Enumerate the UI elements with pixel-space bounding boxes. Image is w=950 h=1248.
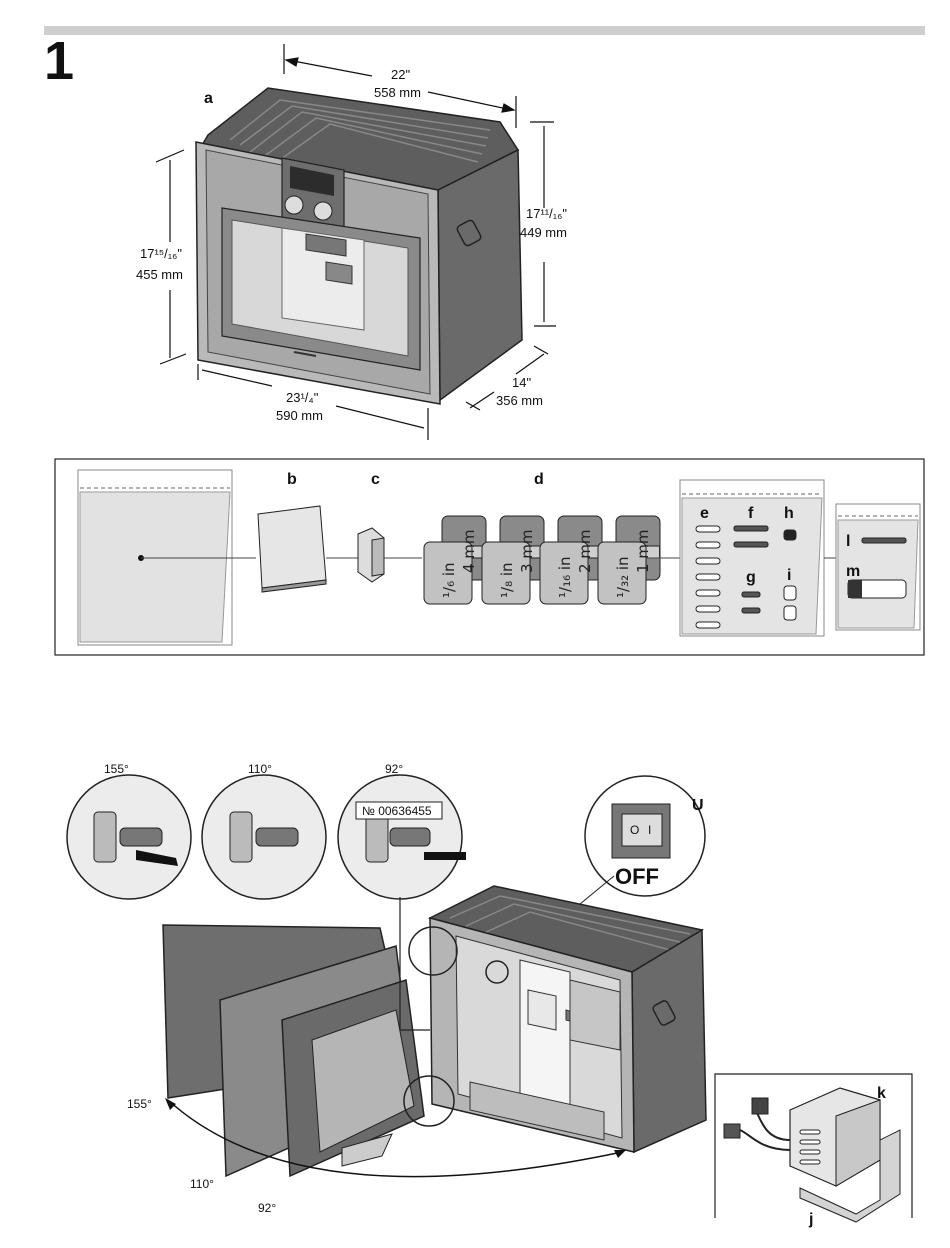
door-angle-92: 92° (258, 1201, 276, 1215)
label-d: d (534, 471, 544, 488)
spacer-front-3: ¹/₁₆ in (556, 556, 574, 598)
label-m: m (846, 563, 860, 580)
hinge-angle-110: 110° (248, 762, 272, 776)
door-angle-110: 110° (190, 1177, 214, 1191)
label-a: a (204, 90, 213, 107)
accessories-panel: 4 mm 3 mm 2 mm 1 mm ¹/₆ in ¹/₈ in ¹/₁₆ i… (55, 459, 924, 655)
label-f: f (748, 505, 754, 522)
dim-top-mm: 558 mm (374, 85, 421, 100)
label-b: b (287, 471, 297, 488)
appliance-drawing (196, 88, 522, 404)
part-number: № 00636455 (362, 804, 432, 818)
dim-right-mm: 449 mm (520, 225, 567, 240)
hinge-angle-92: 92° (385, 762, 403, 776)
dim-right-inch: 17¹¹/₁₆" (526, 206, 567, 221)
spacer-front-4: ¹/₃₂ in (614, 556, 632, 598)
hinge-angle-155: 155° (104, 762, 129, 776)
spacer-front-2: ¹/₈ in (498, 562, 516, 598)
spacer-back-4: 1 mm (634, 529, 652, 573)
svg-text:I: I (648, 823, 651, 837)
label-j: j (808, 1211, 813, 1228)
label-e: e (700, 505, 709, 522)
label-g: g (746, 569, 756, 586)
spacer-back-3: 2 mm (576, 529, 594, 573)
dim-front-inch: 23¹/₄" (286, 390, 319, 405)
label-u: U (692, 797, 704, 814)
dim-front-mm: 590 mm (276, 408, 323, 423)
label-h: h (784, 505, 794, 522)
door-angle-155: 155° (127, 1097, 152, 1111)
label-c: c (371, 471, 380, 488)
switch-off-label: OFF (615, 864, 659, 889)
dim-depth-inch: 14" (512, 375, 531, 390)
appliance-open-door: 155° 110° 92° (127, 886, 706, 1215)
spacer-back-2: 3 mm (518, 529, 536, 573)
dim-left-inch: 17¹⁵/₁₆" (140, 246, 182, 261)
dim-left-mm: 455 mm (136, 267, 183, 282)
label-k: k (877, 1085, 886, 1102)
svg-text:O: O (630, 823, 639, 837)
spacer-back-1: 4 mm (460, 529, 478, 573)
dim-top-inch: 22" (391, 67, 410, 82)
label-i: i (787, 567, 791, 584)
transformer-inset: k j (715, 1074, 912, 1228)
hinge-details: № 00636455 155° 110° 92° (67, 762, 466, 899)
spacer-front-1: ¹/₆ in (440, 562, 458, 598)
label-l: l (846, 533, 850, 550)
dim-depth-mm: 356 mm (496, 393, 543, 408)
